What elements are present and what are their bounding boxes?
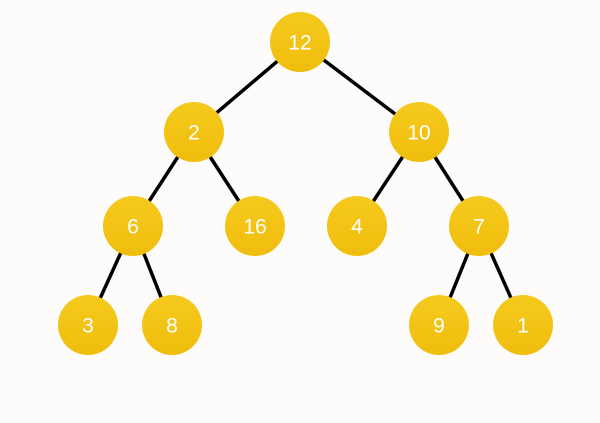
node-label: 6 [127,216,139,239]
tree-node-9: 9 [409,295,469,355]
node-circle [449,196,509,256]
node-circle [270,12,330,72]
node-circle [142,295,202,355]
node-label: 4 [351,216,363,239]
tree-nodes: 12 2 10 6 16 4 7 3 8 9 1 [58,12,553,355]
tree-node-12: 12 [270,12,330,72]
tree-node-1: 1 [493,295,553,355]
node-circle [103,196,163,256]
tree-node-6: 6 [103,196,163,256]
tree-node-10: 10 [389,102,449,162]
tree-node-4: 4 [327,196,387,256]
node-circle [164,102,224,162]
node-label: 16 [243,216,266,239]
node-circle [409,295,469,355]
node-label: 1 [517,315,529,338]
node-label: 2 [188,122,200,145]
tree-edges [86,40,525,327]
tree-node-8: 8 [142,295,202,355]
tree-node-7: 7 [449,196,509,256]
node-circle [493,295,553,355]
tree-node-16: 16 [225,196,285,256]
node-circle [389,102,449,162]
node-label: 9 [433,315,445,338]
tree-node-2: 2 [164,102,224,162]
node-circle [58,295,118,355]
node-label: 3 [82,315,94,338]
tree-node-3: 3 [58,295,118,355]
node-circle [225,196,285,256]
node-circle [327,196,387,256]
node-label: 7 [473,216,485,239]
node-label: 10 [407,122,430,145]
node-label: 12 [288,32,311,55]
node-label: 8 [166,315,178,338]
